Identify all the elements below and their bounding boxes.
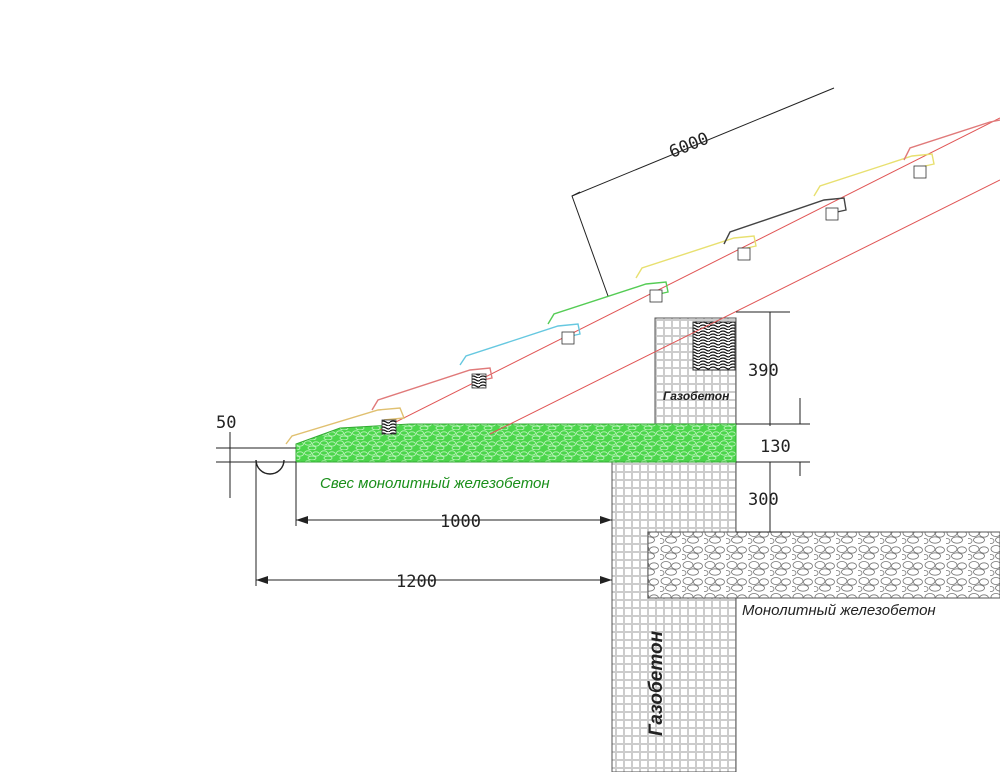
wall-aerated-concrete — [611, 461, 737, 772]
roof-tile — [723, 197, 847, 245]
dimension-rafter-length: 6000 — [571, 87, 835, 297]
batten — [737, 247, 751, 261]
roof-tile — [371, 367, 493, 411]
dim-label-50: 50 — [216, 413, 236, 433]
batten — [825, 207, 839, 221]
roof-tile — [813, 153, 935, 197]
dim-label-300: 300 — [748, 490, 779, 510]
label-wall: Газобетон — [646, 630, 667, 736]
rafter-line-lower — [489, 179, 1000, 435]
mauerlat-timber — [692, 321, 736, 371]
roof-tiles — [285, 119, 1000, 445]
dimension-slab-thickness: 130 — [736, 398, 810, 476]
dimension-gutter-overhang: 1200 — [255, 462, 612, 592]
floor-slab — [647, 531, 1000, 599]
label-floor-slab: Монолитный железобетон — [742, 602, 936, 619]
batten — [471, 373, 487, 389]
batten — [561, 331, 575, 345]
batten — [381, 419, 397, 435]
batten — [913, 165, 927, 179]
dimension-block-height: 390 — [736, 311, 790, 426]
dim-label-6000: 6000 — [666, 129, 711, 163]
gutter — [255, 459, 285, 475]
dim-label-1200: 1200 — [396, 572, 437, 592]
label-overhang-slab: Свес монолитный железобетон — [320, 475, 550, 492]
roof-tile — [635, 235, 757, 279]
roof-tile — [285, 407, 405, 445]
dim-label-390: 390 — [748, 361, 779, 381]
dim-label-130: 130 — [760, 437, 791, 457]
overhang-slab — [295, 423, 737, 463]
dim-label-1000: 1000 — [440, 512, 481, 532]
label-upper-block: Газобетон — [663, 389, 730, 403]
roof-tile — [547, 281, 669, 325]
roof-tile — [903, 119, 1000, 161]
dimension-wall-top: 300 — [736, 462, 790, 533]
roof-tile — [459, 323, 581, 366]
batten — [649, 289, 663, 303]
dimension-overhang-width: 1000 — [295, 462, 612, 532]
